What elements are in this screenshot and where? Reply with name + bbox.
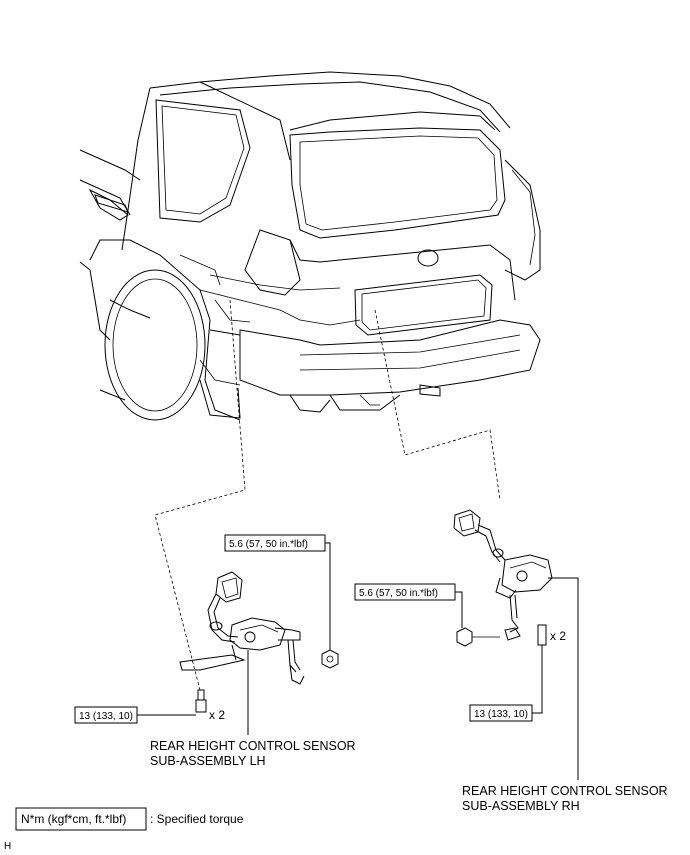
lh-bolt-torque-callout: 13 (133, 10) x 2	[74, 706, 225, 724]
lh-nut-torque-text: 5.6 (57, 50 in.*lbf)	[229, 539, 308, 550]
rh-nut-torque-text: 5.6 (57, 50 in.*lbf)	[359, 588, 438, 599]
legend-unit-box	[15, 807, 147, 831]
lh-part-label: REAR HEIGHT CONTROL SENSOR SUB-ASSEMBLY …	[150, 650, 356, 768]
rh-bolt-torque-text: 13 (133, 10)	[474, 709, 528, 720]
lh-nut-torque-callout: 5.6 (57, 50 in.*lbf)	[224, 534, 331, 650]
legend-description: : Specified torque	[150, 812, 244, 826]
lh-part-name-line2: SUB-ASSEMBLY LH	[150, 754, 266, 768]
lh-bolt-quantity: x 2	[209, 708, 225, 722]
rh-part-label: REAR HEIGHT CONTROL SENSOR SUB-ASSEMBLY …	[462, 577, 668, 813]
lh-bolt-torque-text: 13 (133, 10)	[79, 711, 133, 722]
rh-part-name-line2: SUB-ASSEMBLY RH	[462, 799, 580, 813]
legend-unit-text: N*m (kgf*cm, ft.*lbf)	[21, 812, 126, 826]
rh-part-name-line1: REAR HEIGHT CONTROL SENSOR	[462, 784, 668, 798]
lh-part-name-line1: REAR HEIGHT CONTROL SENSOR	[150, 739, 356, 753]
rear-height-control-sensor-lh	[179, 571, 339, 713]
vehicle-rear-illustration	[79, 71, 541, 421]
torque-legend: N*m (kgf*cm, ft.*lbf) : Specified torque	[15, 807, 244, 831]
corner-mark: H	[4, 841, 11, 852]
rh-bolt-torque-callout: 13 (133, 10) x 2	[469, 629, 566, 722]
leader-lines	[154, 299, 501, 691]
rear-height-control-sensor-rh	[453, 509, 553, 647]
rh-bolt-quantity: x 2	[550, 629, 566, 643]
rh-nut-torque-callout: 5.6 (57, 50 in.*lbf)	[354, 583, 463, 628]
